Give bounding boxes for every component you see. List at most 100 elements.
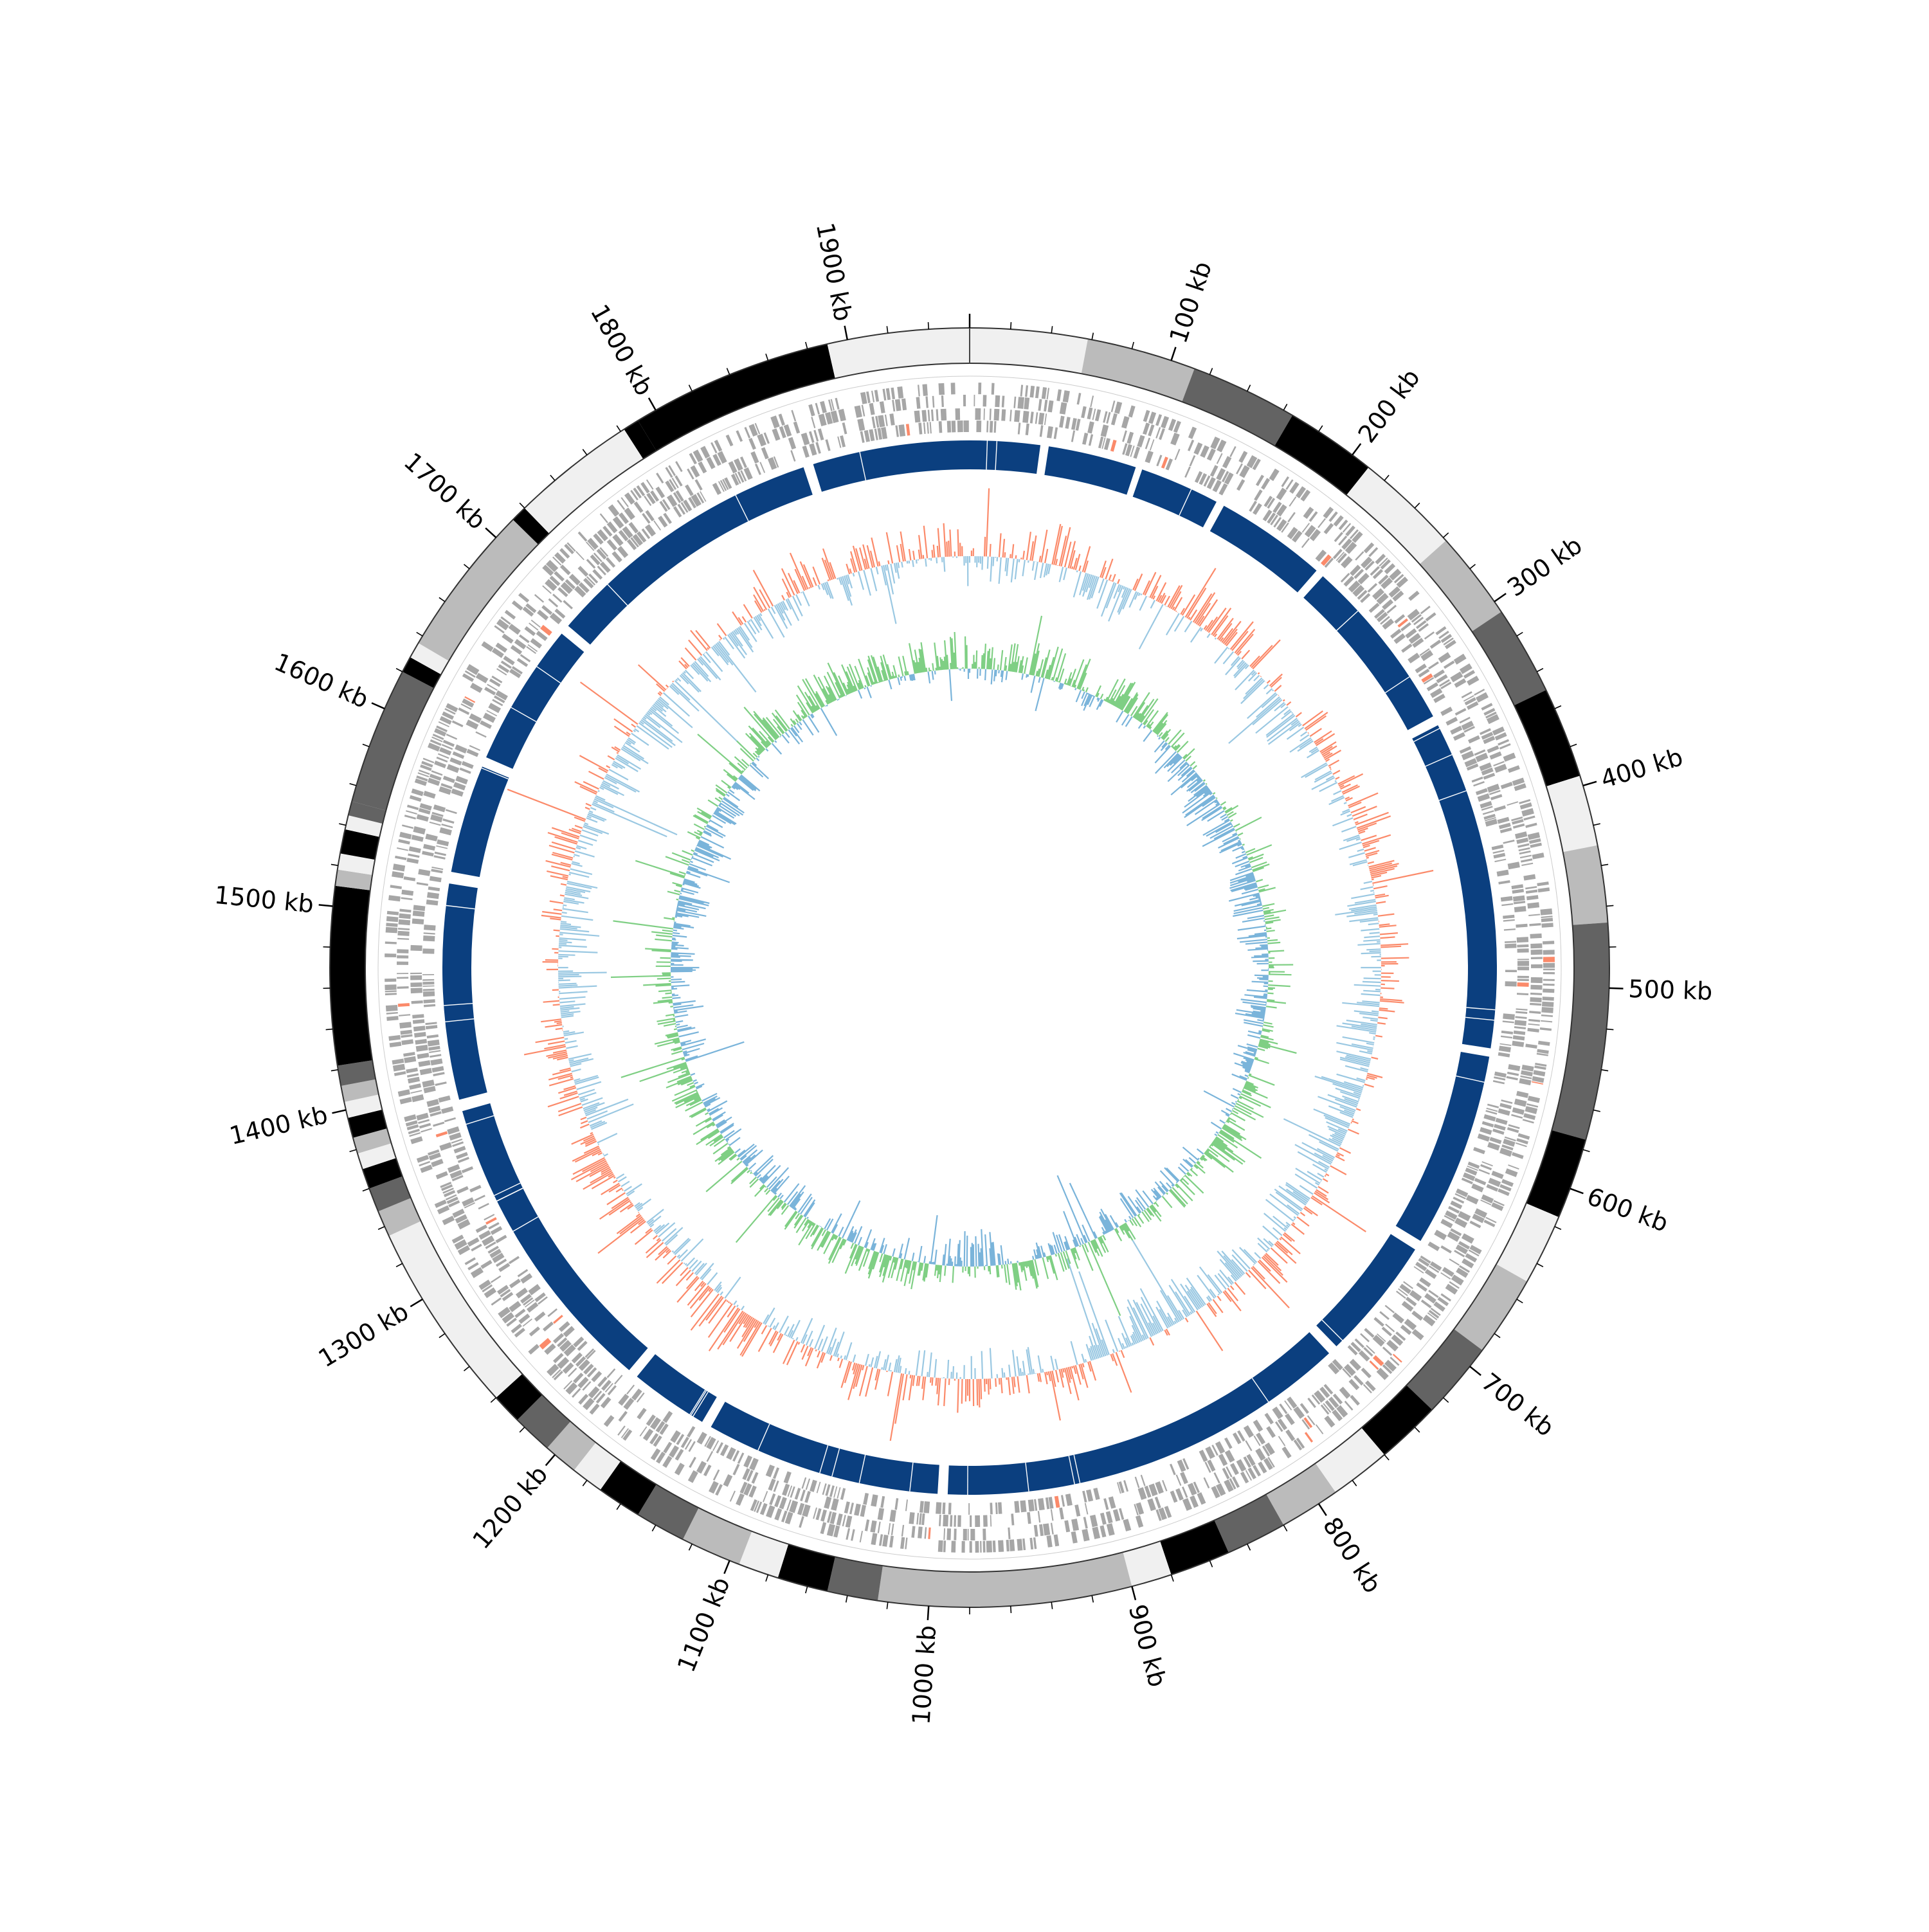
minor-tick (396, 669, 403, 672)
gene-feature (1285, 1429, 1295, 1441)
gene-feature (399, 919, 411, 925)
gene-feature (914, 411, 921, 423)
gene-feature (462, 698, 474, 707)
gene-feature (1523, 1113, 1535, 1120)
gene-feature (465, 1258, 476, 1265)
gene-feature (1230, 1463, 1239, 1475)
gene-feature (454, 1146, 466, 1153)
gene-feature (995, 1503, 998, 1514)
gene-cluster-block (451, 766, 509, 877)
gene-feature (560, 564, 571, 575)
gene-feature (921, 410, 927, 422)
gene-feature (806, 1479, 810, 1490)
gene-feature (995, 395, 1000, 407)
gene-feature (474, 1195, 485, 1201)
gene-feature (528, 1284, 541, 1296)
gene-feature (1103, 1498, 1109, 1510)
gene-feature (1503, 1013, 1515, 1020)
gene-feature (1082, 1491, 1087, 1503)
gene-feature (663, 1441, 672, 1453)
gene-feature (1046, 1535, 1052, 1548)
gene-feature (442, 1216, 455, 1225)
gene-feature (386, 1012, 398, 1015)
gene-feature (869, 403, 875, 415)
gene-feature (1501, 1031, 1513, 1034)
gene-feature (1492, 850, 1504, 854)
gene-feature (1541, 917, 1553, 922)
gene-feature (1135, 1477, 1140, 1488)
gene-feature (829, 1485, 835, 1497)
gene-feature (423, 989, 435, 991)
gene-feature (811, 417, 815, 428)
gene-feature (750, 451, 759, 464)
gene-feature (1324, 523, 1334, 534)
minor-tick (1601, 864, 1608, 865)
gene-feature (1507, 801, 1518, 806)
gene-feature (1508, 862, 1520, 869)
gene-feature (399, 1097, 412, 1104)
gene-feature (736, 430, 743, 442)
gene-feature (431, 1159, 443, 1167)
gene-feature (675, 1463, 685, 1476)
minor-tick (1517, 1299, 1523, 1303)
gene-feature (951, 1541, 955, 1553)
gene-feature (860, 1504, 866, 1517)
gene-feature (788, 437, 796, 449)
gene-feature (397, 931, 409, 936)
gene-feature (1020, 1500, 1026, 1512)
ideogram-band (1182, 368, 1292, 446)
gene-feature (1531, 977, 1543, 983)
gene-feature (471, 1244, 482, 1252)
gene-feature (457, 1186, 469, 1194)
gene-feature (404, 1114, 416, 1122)
gene-feature (1034, 1499, 1037, 1511)
gene-feature (906, 424, 910, 435)
gene-feature (413, 905, 426, 911)
gene-feature (842, 422, 847, 434)
minor-tick (439, 597, 445, 601)
tick-label: 1700 kb (399, 447, 491, 535)
gene-feature (1517, 937, 1528, 943)
gene-feature (943, 1540, 946, 1552)
major-tick (1609, 988, 1623, 989)
gene-feature (1278, 1436, 1285, 1446)
minor-tick (617, 426, 620, 431)
minor-tick (1593, 1110, 1600, 1111)
gene-feature (818, 428, 824, 440)
gene-feature (575, 551, 584, 560)
ideogram-band (1514, 690, 1580, 786)
gene-feature (675, 461, 683, 472)
gene-feature (1030, 411, 1034, 423)
gene-feature (600, 513, 608, 523)
gene-feature (416, 1113, 428, 1121)
gene-feature (1503, 753, 1516, 762)
gene-feature (480, 720, 492, 728)
gene-feature (502, 634, 513, 644)
tick-label: 1200 kb (467, 1460, 553, 1554)
gene-feature (1123, 1480, 1128, 1492)
gene-feature (627, 539, 637, 550)
minor-tick (1415, 503, 1420, 508)
gene-cluster-block (1044, 446, 1136, 494)
tick-label: 1100 kb (672, 1573, 736, 1676)
gene-feature (547, 1364, 559, 1376)
gene-feature (423, 791, 435, 799)
gene-feature (496, 1235, 507, 1243)
gc-content-positive (507, 489, 1433, 1441)
gene-feature (700, 446, 710, 459)
gene-feature (1199, 1450, 1208, 1462)
gene-feature (1408, 591, 1420, 601)
gene-feature (1516, 1011, 1527, 1014)
gene-feature (426, 1025, 437, 1029)
gene-feature (1543, 997, 1554, 1001)
gene-feature (970, 1541, 972, 1553)
gene-feature (1022, 1539, 1026, 1550)
minor-tick (1384, 1455, 1389, 1460)
gene-feature (759, 462, 765, 473)
gene-feature (1355, 551, 1364, 561)
gene-feature (1505, 970, 1517, 973)
gene-feature (1532, 853, 1544, 859)
gene-feature (1478, 793, 1490, 802)
gene-feature (1512, 1041, 1524, 1047)
gene-feature (395, 856, 406, 860)
